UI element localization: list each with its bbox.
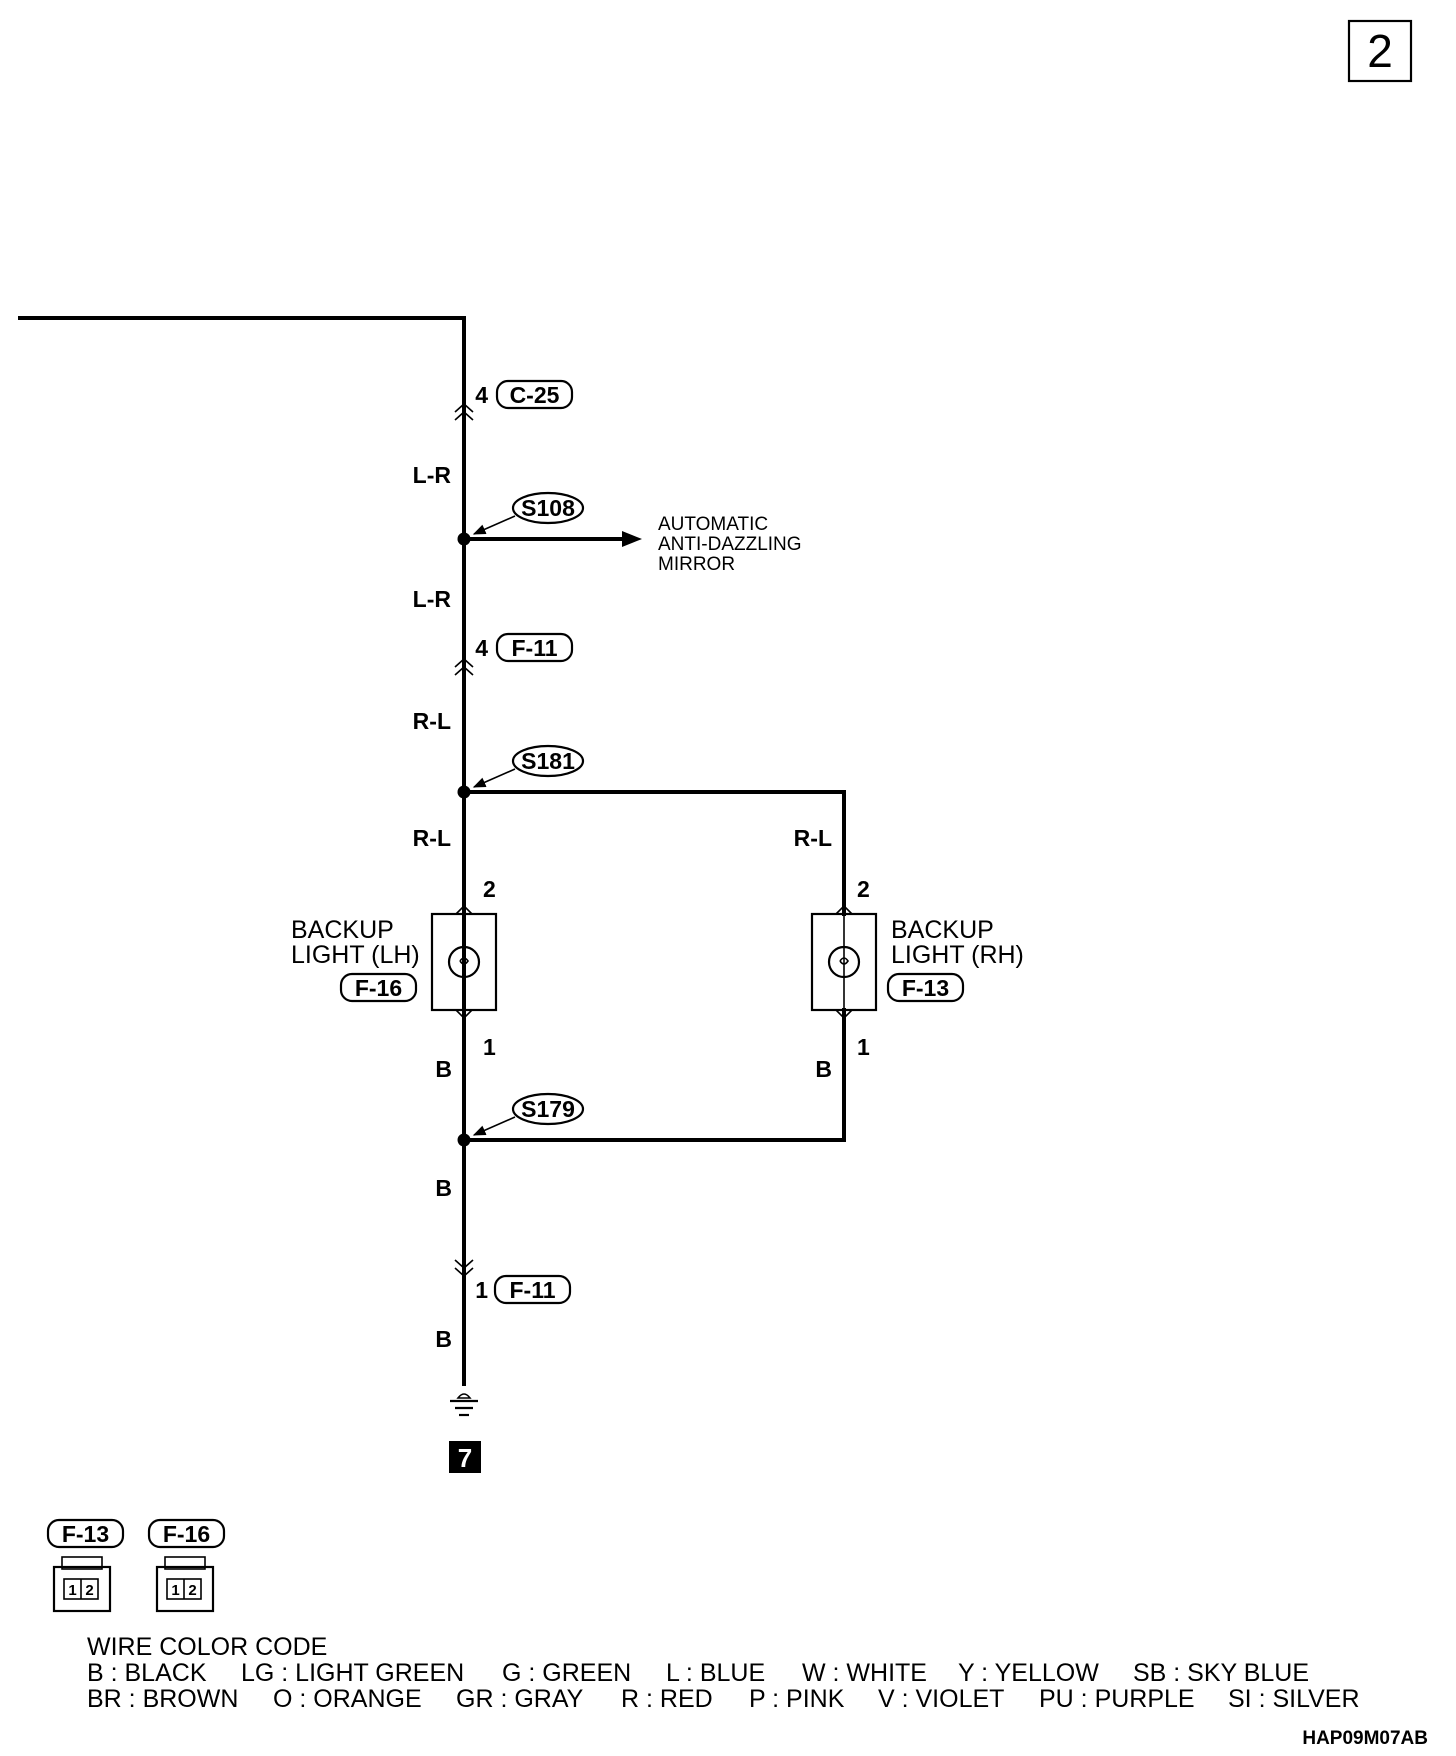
connector-c25-label: C-25 — [510, 382, 560, 408]
wire-label-top: L-R — [413, 462, 452, 488]
color-code-r: R : RED — [621, 1685, 713, 1713]
color-code-gr: GR : GRAY — [456, 1685, 584, 1713]
ground-symbol-icon — [450, 1393, 478, 1417]
color-code-l: L : BLUE — [666, 1659, 765, 1687]
splice-s181-label: S181 — [521, 748, 575, 774]
wire-label-r1: R-L — [413, 708, 451, 734]
connector-view-f16-pin2: 2 — [188, 1582, 196, 1599]
color-code-b: B : BLACK — [87, 1659, 207, 1687]
color-code-lg: LG : LIGHT GREEN — [241, 1659, 464, 1687]
ground-number: 7 — [458, 1443, 472, 1473]
color-code-pu: PU : PURPLE — [1039, 1685, 1195, 1713]
connector-view-f16: F-16 1 2 — [147, 1518, 226, 1613]
mirror-label-line3: MIRROR — [658, 554, 735, 575]
color-code-p: P : PINK — [749, 1685, 845, 1713]
color-code-sb: SB : SKY BLUE — [1133, 1659, 1309, 1687]
backup-light-rh-label-2: LIGHT (RH) — [891, 941, 1024, 969]
wire-label-rh-bottom: B — [815, 1056, 832, 1082]
connector-view-f13-pin1: 1 — [68, 1582, 76, 1599]
mirror-label-line1: AUTOMATIC — [658, 514, 768, 535]
connector-view-f13-pin2: 2 — [85, 1582, 93, 1599]
color-code-w: W : WHITE — [802, 1659, 927, 1687]
splice-s108-dot — [457, 532, 471, 546]
connector-f11-upper: 4 F-11 — [454, 632, 574, 676]
branch-arrow-icon — [622, 531, 642, 547]
connector-f11-lower-pin: 1 — [475, 1277, 488, 1303]
wire-rh-bottom — [462, 1008, 846, 1142]
page-number: 2 — [1367, 25, 1393, 77]
backup-light-lh-pin-top: 2 — [483, 876, 496, 902]
color-code-y: Y : YELLOW — [958, 1659, 1099, 1687]
figure-code: HAP09M07AB — [1302, 1728, 1428, 1749]
color-code-o: O : ORANGE — [273, 1685, 422, 1713]
connector-f11-upper-pin: 4 — [475, 635, 488, 661]
backup-light-rh-pin-top: 2 — [857, 876, 870, 902]
color-code-g: G : GREEN — [502, 1659, 631, 1687]
ground-number-box — [449, 1441, 481, 1473]
bulb-lh-icon — [447, 945, 481, 979]
backup-light-rh-label-1: BACKUP — [891, 916, 994, 944]
page-number-box: 2 — [1347, 19, 1413, 83]
wire-label-b5: B — [435, 1326, 452, 1352]
splice-s108-label: S108 — [521, 495, 575, 521]
splice-s179-dot — [457, 1133, 471, 1147]
connector-f11-lower-label: F-11 — [509, 1277, 555, 1303]
splice-s181: S181 — [457, 744, 585, 799]
backup-light-rh-pin-bottom: 1 — [857, 1034, 870, 1060]
wire-label-r2: R-L — [413, 825, 451, 851]
connector-c25: 4 C-25 — [454, 379, 574, 421]
backup-light-rh: 2 1 BACKUP LIGHT (RH) F-13 — [810, 876, 1024, 1060]
splice-s179-label: S179 — [521, 1096, 575, 1122]
splice-s179: S179 — [457, 1092, 585, 1147]
connector-f11-lower: 1 F-11 — [454, 1259, 572, 1305]
splice-s181-dot — [457, 785, 471, 799]
backup-light-lh-label-2: LIGHT (LH) — [291, 941, 420, 969]
color-code-v: V : VIOLET — [878, 1685, 1004, 1713]
wire-label-mid: L-R — [413, 586, 452, 612]
connector-c25-pin: 4 — [475, 382, 488, 408]
connector-view-f13-label: F-13 — [62, 1521, 109, 1547]
wire-color-code-title: WIRE COLOR CODE — [87, 1633, 327, 1661]
connector-f11-upper-label: F-11 — [511, 635, 557, 661]
color-code-br: BR : BROWN — [87, 1685, 238, 1713]
wire-label-lh-bottom: B — [435, 1056, 452, 1082]
connector-view-f13: F-13 1 2 — [46, 1518, 125, 1613]
mirror-destination-label: AUTOMATIC ANTI-DAZZLING MIRROR — [658, 514, 802, 575]
wire-color-code-legend: WIRE COLOR CODE B : BLACK LG : LIGHT GRE… — [87, 1633, 1360, 1713]
wire-label-b4: B — [435, 1175, 452, 1201]
backup-light-lh-pin-bottom: 1 — [483, 1034, 496, 1060]
wire-label-r3: R-L — [794, 825, 832, 851]
backup-light-lh: 2 1 BACKUP LIGHT (LH) F-16 — [291, 876, 498, 1060]
connector-view-f16-label: F-16 — [163, 1521, 210, 1547]
wire-incoming — [18, 316, 466, 1386]
bulb-rh-icon — [827, 945, 861, 979]
backup-light-lh-connector: F-16 — [355, 975, 402, 1001]
connector-view-f16-pin1: 1 — [171, 1582, 179, 1599]
wire-rh-top — [462, 790, 846, 916]
splice-s108: S108 — [457, 491, 585, 546]
mirror-label-line2: ANTI-DAZZLING — [658, 534, 802, 555]
color-code-si: SI : SILVER — [1228, 1685, 1360, 1713]
backup-light-lh-label-1: BACKUP — [291, 916, 394, 944]
backup-light-rh-connector: F-13 — [902, 975, 949, 1001]
